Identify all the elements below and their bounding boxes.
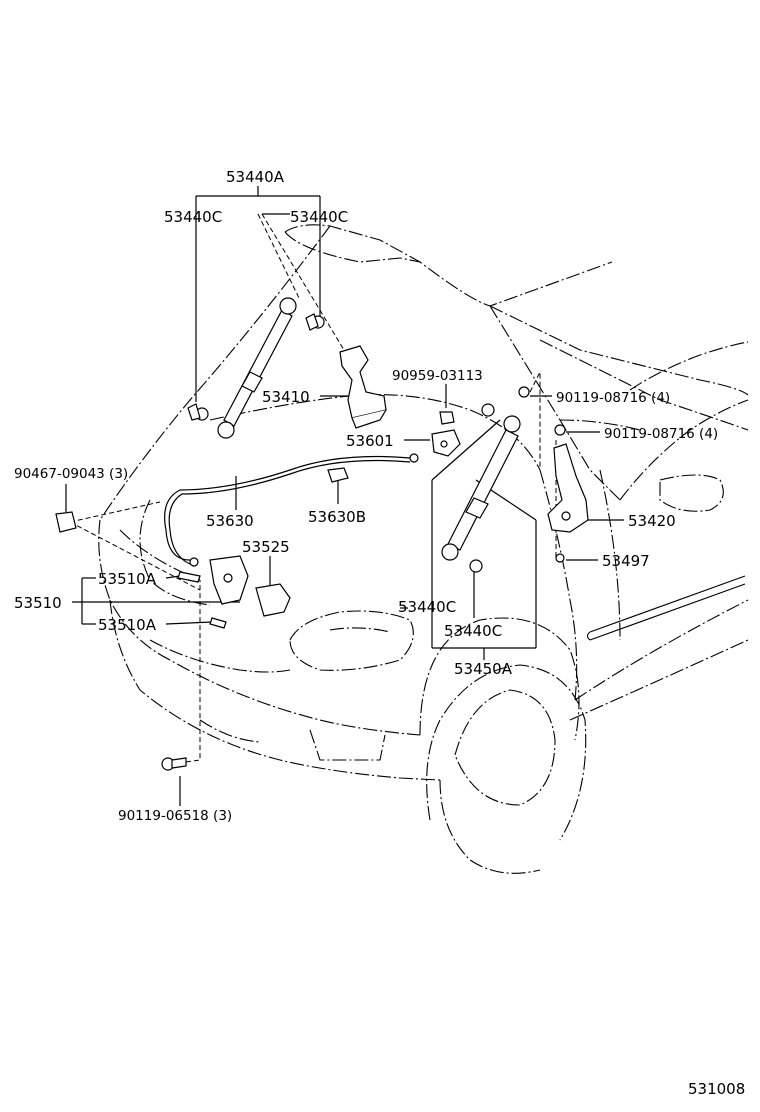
leader-lines	[65, 186, 624, 806]
label-53440C-low: 53440C	[444, 622, 502, 640]
hood-support-strut-left	[217, 297, 297, 439]
ball-stud-right-lower	[469, 559, 483, 573]
clip-90467	[55, 511, 77, 533]
label-53440C-mid: 53440C	[398, 598, 456, 616]
hood-lock-assembly	[209, 555, 291, 617]
hood-hinge-left	[339, 345, 387, 429]
label-90119-08716-b: 90119-08716 (4)	[604, 426, 718, 442]
label-53510A-upper: 53510A	[98, 570, 157, 588]
label-90467-09043: 90467-09043 (3)	[14, 466, 128, 482]
label-53525: 53525	[242, 538, 290, 556]
bolt-53510A-lower	[209, 617, 227, 629]
ball-stud-left-upper	[305, 313, 325, 331]
hood-hinge-right	[547, 443, 589, 533]
label-53497: 53497	[602, 552, 650, 570]
label-53440C-left: 53440C	[164, 208, 222, 226]
label-53630B: 53630B	[308, 508, 366, 526]
ball-stud-right-upper	[481, 403, 495, 417]
label-53510A-lower: 53510A	[98, 616, 157, 634]
bolt-53510A-upper	[177, 571, 201, 583]
bolt-90119-08716-b	[554, 424, 566, 436]
diagram-code: 531008	[688, 1080, 745, 1098]
label-53440C-right: 53440C	[290, 208, 348, 226]
label-53410: 53410	[262, 388, 310, 406]
label-90119-06518: 90119-06518 (3)	[118, 808, 232, 824]
car-body-outline	[98, 224, 749, 874]
ball-stud-left-lower	[187, 403, 209, 421]
hood-support-strut-right	[441, 415, 521, 561]
label-53601: 53601	[346, 432, 394, 450]
label-53450A: 53450A	[454, 660, 513, 678]
bolt-90959	[439, 411, 455, 425]
hood-lock-support-53601	[431, 429, 461, 457]
bolt-90119-06518	[161, 757, 187, 771]
cable-clamp-53630B	[327, 467, 349, 483]
hood-release-cable	[164, 453, 419, 567]
bolt-90119-08716-a	[518, 386, 530, 398]
label-53420: 53420	[628, 512, 676, 530]
part-labels: 53440A 53440C 53440C 53410 90959-03113 5…	[14, 168, 745, 1098]
label-53630: 53630	[206, 512, 254, 530]
label-90119-08716-a: 90119-08716 (4)	[556, 390, 670, 406]
label-90959-03113: 90959-03113	[392, 368, 483, 384]
bolt-53497	[555, 553, 565, 563]
label-53510: 53510	[14, 594, 62, 612]
label-53440A-top: 53440A	[226, 168, 285, 186]
